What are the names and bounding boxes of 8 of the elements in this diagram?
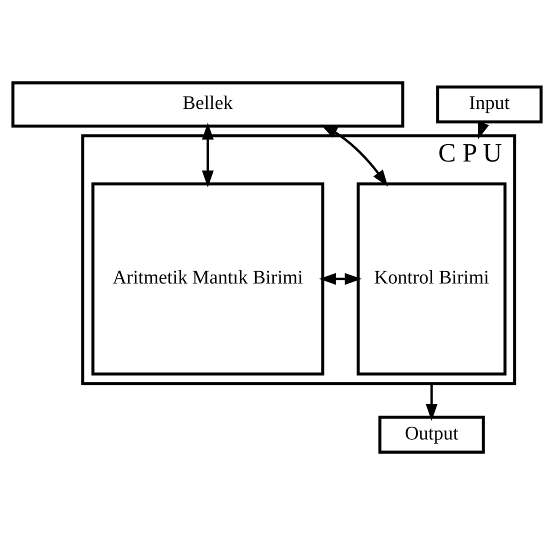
node-box: Bellek bbox=[11, 80, 404, 128]
node-box: Aritmetik Mantık Birimi bbox=[91, 182, 324, 375]
arrow bbox=[319, 272, 362, 284]
node-box: Output bbox=[378, 415, 485, 454]
node-box: Kontrol Birimi bbox=[356, 182, 506, 375]
arrow bbox=[426, 383, 438, 420]
arrow bbox=[202, 122, 214, 187]
arrow bbox=[320, 124, 388, 186]
